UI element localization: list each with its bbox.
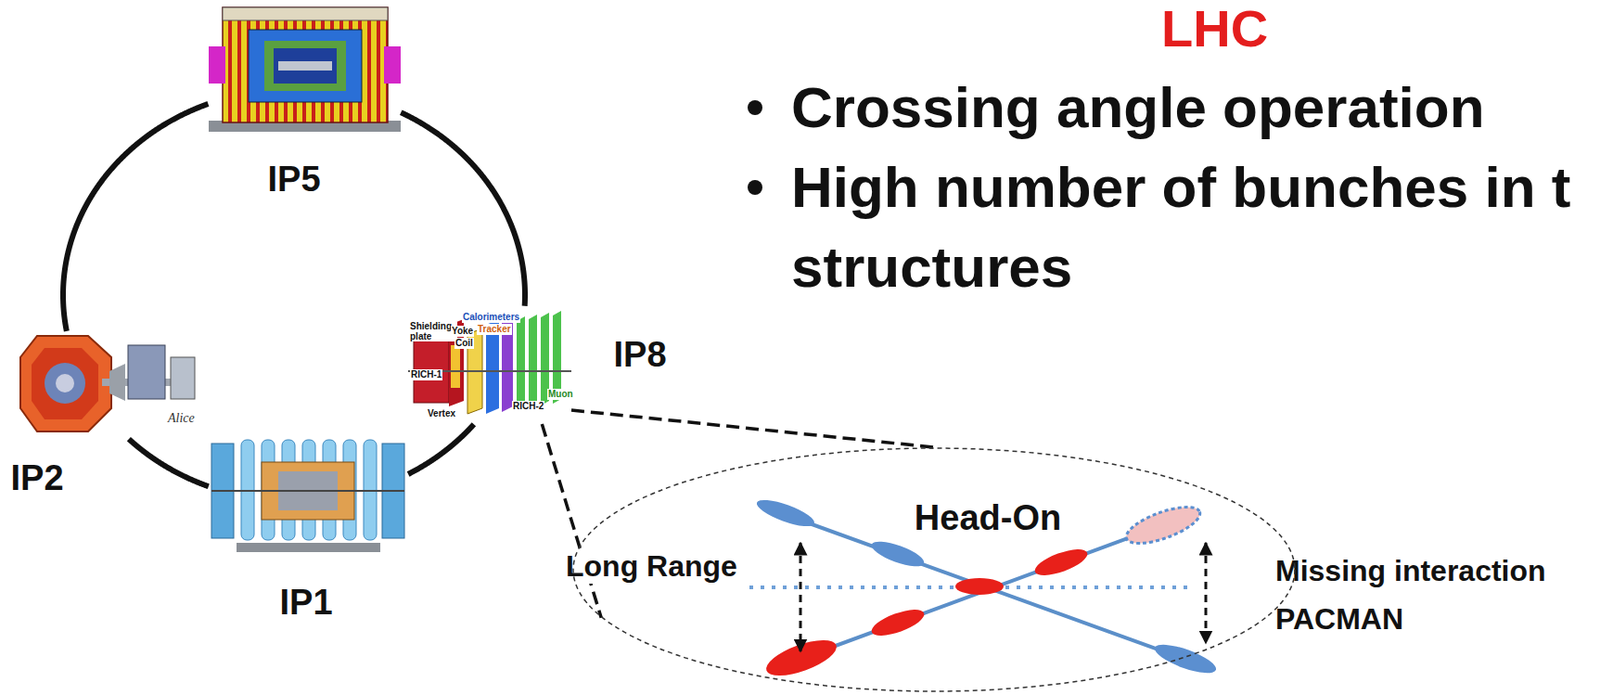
alice-detector (170, 357, 195, 399)
detector-part-label: Calorimeters (461, 311, 521, 323)
detector-part-label: RICH-2 (512, 400, 545, 412)
ring-arc (128, 438, 209, 487)
detector-part-label: Coil (454, 337, 474, 349)
bullet-dot (747, 179, 763, 195)
cms-detector (278, 61, 333, 71)
beam-crossing (799, 542, 803, 652)
atlas-detector (211, 489, 405, 492)
detector-part-label: Vertex (426, 408, 457, 420)
ip-label: IP2 (7, 457, 66, 499)
ring-arc (408, 423, 474, 474)
detector-part-label: Muon (547, 388, 575, 400)
cms-detector (208, 46, 226, 84)
cms-detector (248, 29, 362, 103)
ip-label: IP1 (276, 581, 335, 623)
detector-node: IP1 (208, 423, 409, 557)
cms-detector (273, 48, 337, 84)
detector-part-label: Tracker (476, 323, 512, 335)
bullet-dot (747, 100, 763, 116)
annotation: Missing interaction PACMAN (1275, 546, 1575, 643)
beam-crossing (1031, 543, 1090, 580)
atlas-detector (211, 439, 405, 552)
ring-arc (63, 103, 208, 332)
beam-crossing (1152, 639, 1220, 679)
cms-detector (222, 7, 388, 21)
alice-detector (55, 373, 75, 393)
bullet-dot (747, 100, 763, 195)
beam-crossing (955, 577, 1004, 595)
detector-node: IP5 (208, 0, 401, 135)
ip-label: IP5 (264, 158, 323, 200)
annotation: Long Range (563, 548, 740, 584)
alice-detector (44, 362, 86, 404)
logo-text: Alice (166, 410, 196, 426)
cms-detector (222, 7, 388, 123)
detector-part-label: Yoke (450, 325, 474, 337)
lhcb-detector (450, 345, 461, 388)
alice-detector (128, 345, 166, 399)
beam-crossing (868, 603, 927, 640)
detector-part-label: RICH-1 (409, 369, 443, 381)
beam-crossing (749, 494, 1219, 683)
lhcb-detector (516, 316, 525, 410)
cms-detector (384, 46, 401, 84)
beam-crossing (1204, 542, 1208, 643)
detector-node: IP2 (20, 331, 200, 439)
alice-detector (20, 335, 195, 432)
alice-detector (109, 363, 126, 401)
zoom-ellipse: Head-On (572, 447, 1296, 692)
beam-crossing (754, 494, 818, 531)
bullet-text: Crossing angle operation (791, 67, 1591, 148)
beam-crossing (1122, 499, 1205, 551)
cms-detector (208, 7, 401, 132)
annotation: Head-On (911, 497, 1064, 538)
cms-detector (264, 40, 346, 91)
alice-detector (31, 347, 99, 420)
ellipse-outline (573, 448, 1295, 692)
ring-arc (400, 112, 525, 307)
slide-title: LHC (1157, 0, 1272, 58)
alice-detector (20, 335, 112, 432)
beam-crossing (869, 536, 928, 571)
ip-label: IP8 (610, 333, 669, 375)
atlas-detector (236, 542, 381, 552)
detector-node: IP8 (408, 306, 572, 424)
ellipse-outline (572, 447, 1296, 692)
lhcb-detector (528, 314, 538, 408)
bullet-text: High number of bunches in t structures (791, 147, 1591, 308)
